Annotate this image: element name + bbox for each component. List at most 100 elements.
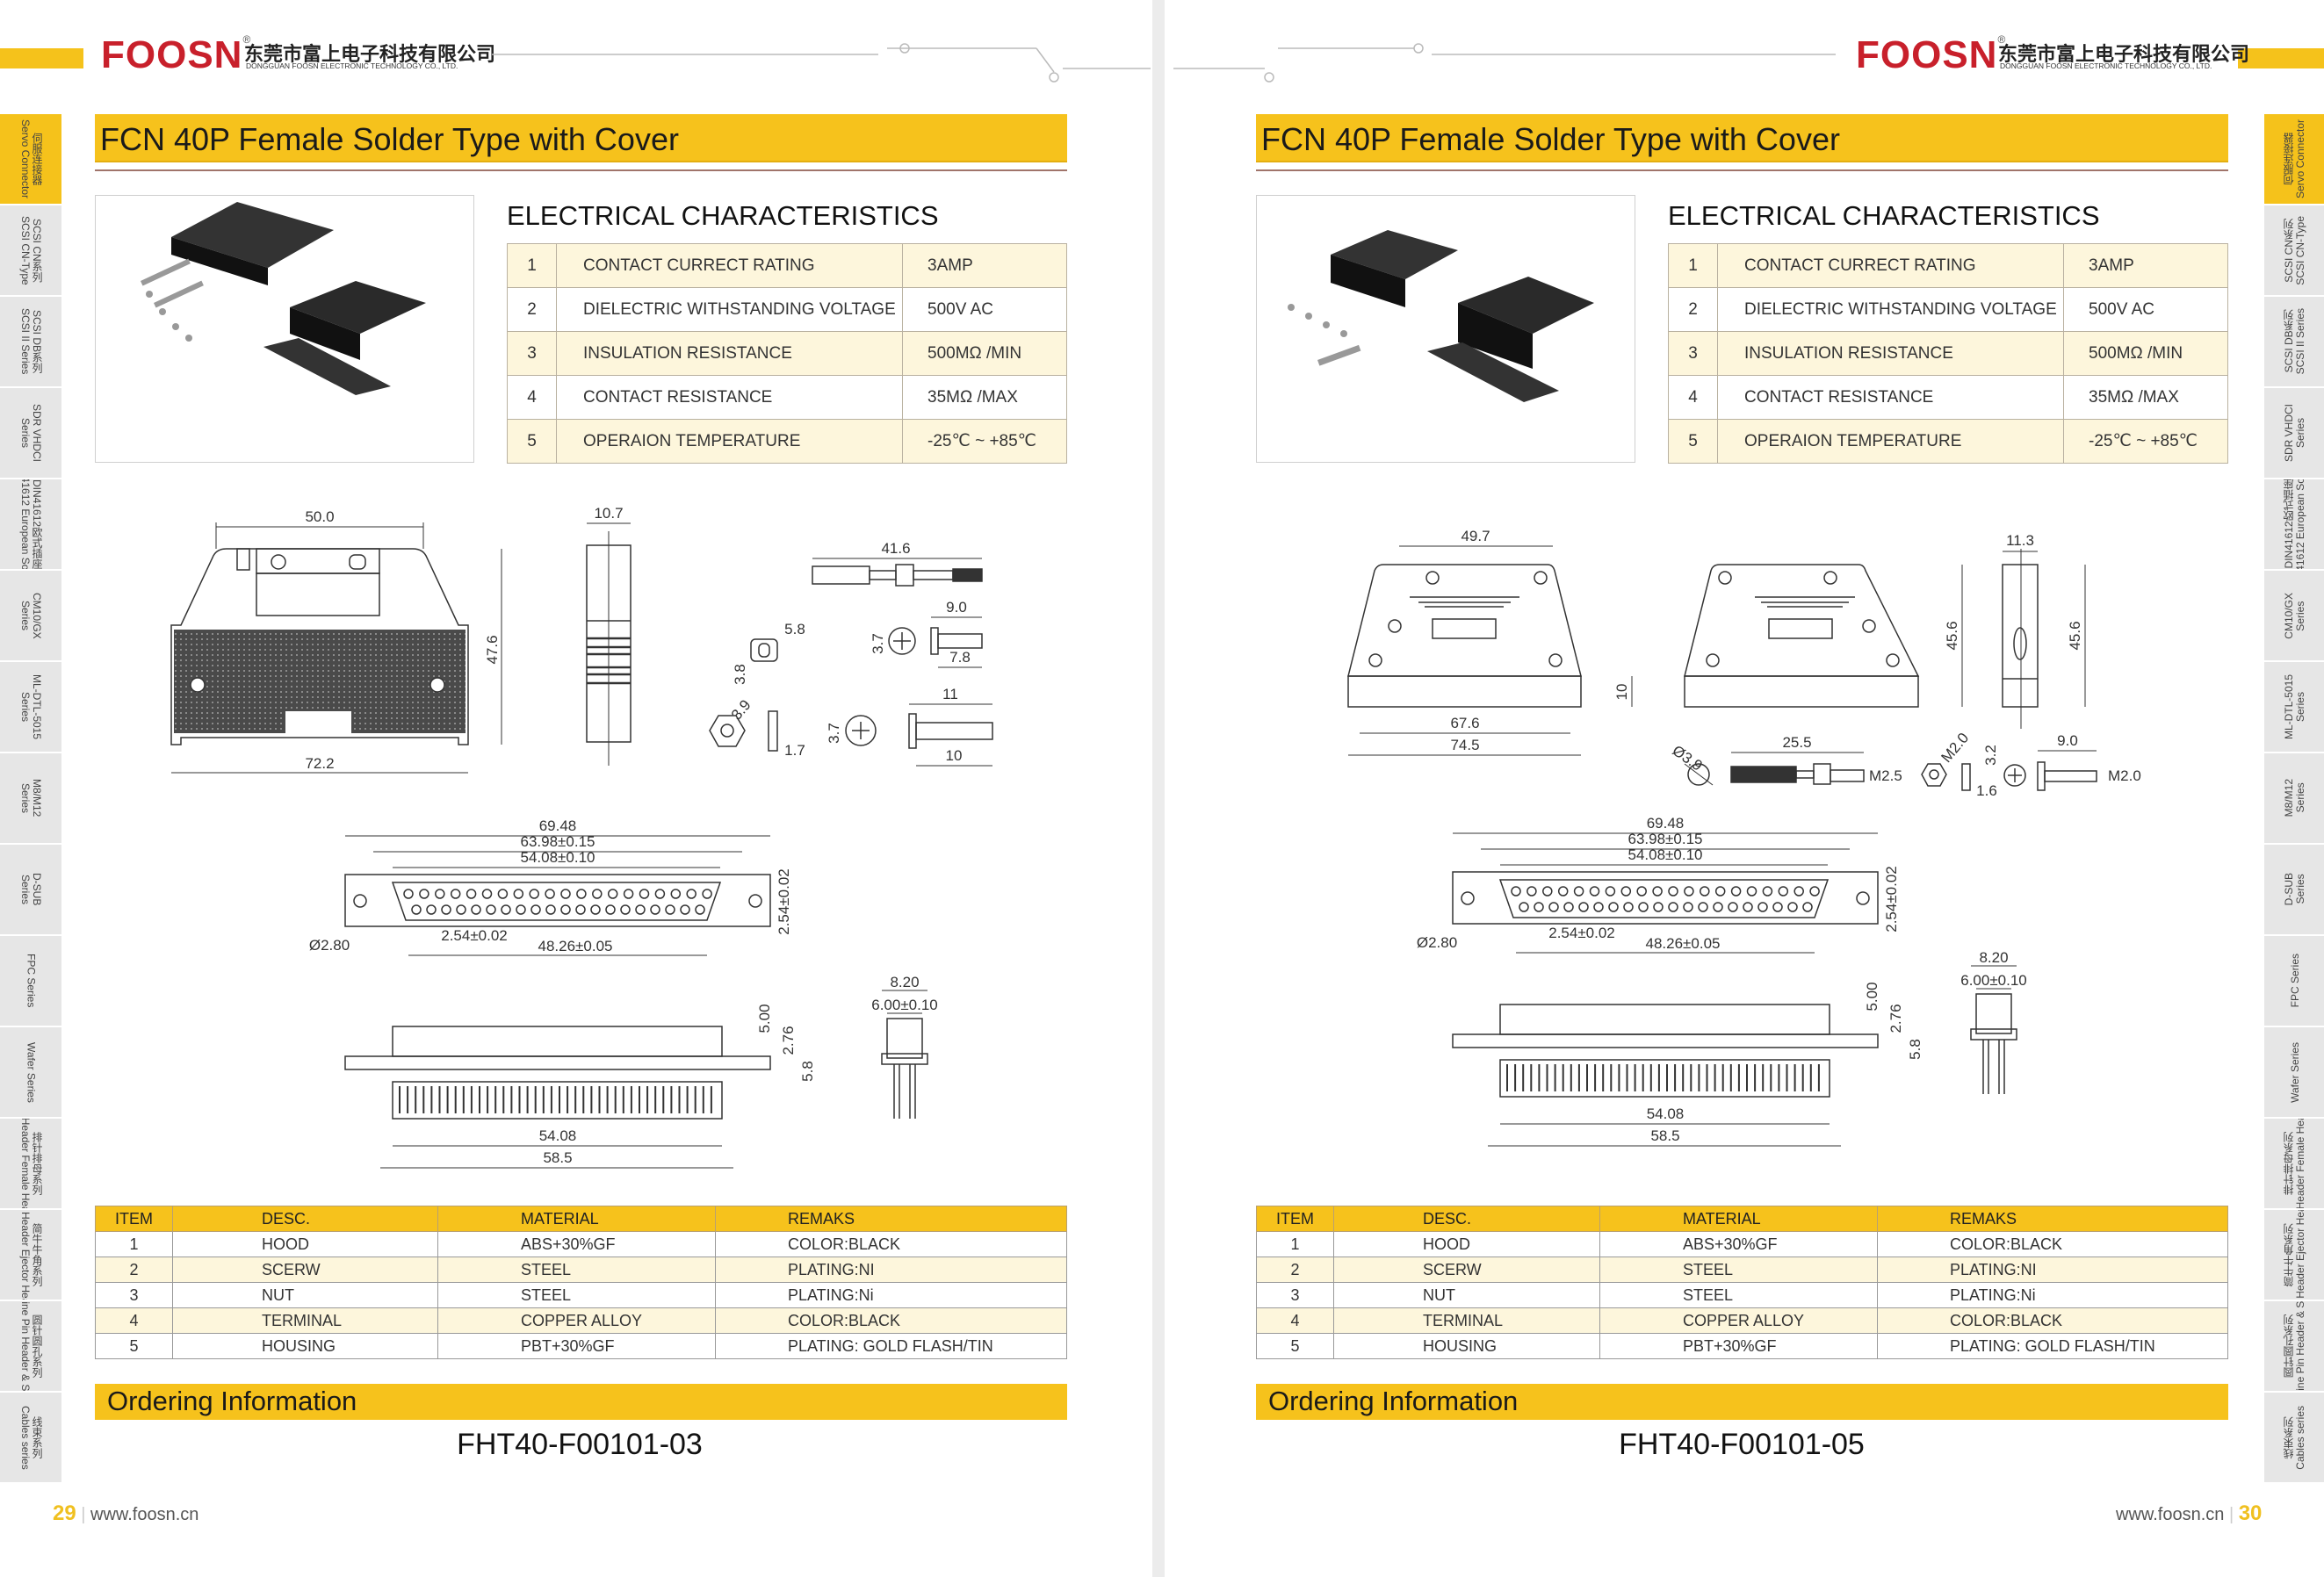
tab-label-en: Series [19,782,32,813]
dimension-label: 5.00 [1864,982,1880,1011]
pin-contact [1700,886,1710,897]
pin-contact [481,889,493,899]
pin-contact [670,889,682,899]
item-number: 5 [1256,1333,1334,1359]
row-number: 1 [1668,243,1718,288]
pin-contact [1638,902,1649,912]
dimension-label: 3.7 [826,723,842,744]
item-number: 1 [1256,1231,1334,1257]
item-remarks: COLOR:BLACK [1877,1307,2228,1334]
pin-contact [419,889,429,899]
item-desc: HOUSING [1333,1333,1600,1359]
dimension-label: Ø2.80 [1417,934,1457,951]
pin-contact [665,904,675,915]
column-header: ITEM [95,1206,173,1232]
dimension-label: 2.54±0.02 [441,927,508,944]
pin-contact [1684,886,1694,897]
row-number: 4 [1668,375,1718,420]
dimension-label: 1.6 [1976,782,1997,799]
logo-text: FOOSN [1856,33,1998,76]
tab-label: FPC Series [25,954,38,1007]
pin-contact [530,904,541,915]
tab-label-en: Servo Connector [19,119,32,199]
website-link[interactable]: www.foosn.cn [90,1505,199,1524]
pin-contact [1578,902,1589,912]
category-tab[interactable]: FPC Series [2264,936,2324,1027]
tab-label-cn: CM10/GX [31,592,43,639]
characteristic-name: OPERAION TEMPERATURE [556,419,903,464]
hood-drawing-left: 50.0 72.2 47.6 10.7 41.6 9.0 7.8 3.7 5.8… [170,505,993,774]
pin-contact [1652,886,1663,897]
pin-contact [1730,886,1742,897]
pin-contact [501,904,511,915]
pin-contact [639,889,650,899]
dimension-label: M2.5 [1869,767,1902,784]
dimension-label: 47.6 [484,635,501,664]
tab-label-en: Machine Pin Header & Socket [19,1301,32,1393]
category-tab[interactable]: Wafer Series [2264,1027,2324,1119]
item-desc: NUT [1333,1282,1600,1308]
divider [1256,169,2228,171]
item-remarks: COLOR:BLACK [1877,1231,2228,1257]
website-link[interactable]: www.foosn.cn [2116,1505,2225,1524]
category-tab[interactable]: FPC Series [0,936,61,1027]
pin-contact [1698,902,1708,912]
dimension-label: 54.08±0.10 [1628,846,1703,863]
dimension-label: 8.20 [890,974,919,990]
category-tab[interactable]: Wafer Series [0,1027,61,1119]
tab-label-cn: 圆针圆孔系列 [31,1314,43,1378]
dimension-label: 11.3 [2006,532,2034,549]
dimension-label: 6.00±0.10 [1960,972,2027,989]
tab-label-cn: ML-DTL-5015 [31,673,43,740]
pin-contact [1757,902,1768,912]
company-name-cn: 东莞市富上电子科技有限公司 [1998,43,2250,65]
column-header: REMAKS [1877,1206,2228,1232]
item-material: STEEL [1599,1282,1878,1308]
pin-contact [702,889,712,899]
dimension-label: 11 [942,686,958,702]
tab-label-en: Series [19,691,32,722]
electrical-heading: ELECTRICAL CHARACTERISTICS [507,200,939,231]
pin-contact [1794,886,1804,897]
dimension-label: M2.0 [1938,730,1972,766]
dimension-label: 5.8 [784,621,805,637]
dimension-label: 10 [946,747,963,764]
tab-label-cn: SDR VHDCI [31,403,43,462]
dimension-label: 9.0 [2057,732,2078,749]
pin-contact [450,889,461,899]
tab-label-en: Series [19,874,32,904]
